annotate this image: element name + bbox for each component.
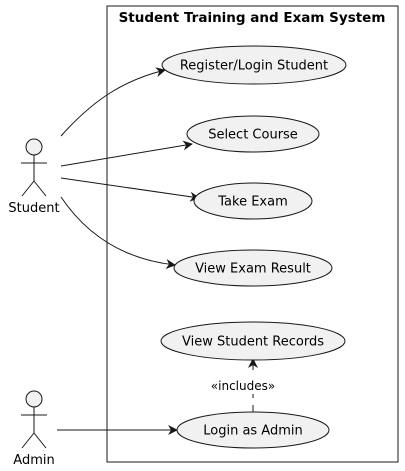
use-case-take-exam[interactable]: Take Exam [193, 182, 313, 220]
actor-student[interactable]: Student [8, 138, 60, 216]
includes-label: «includes» [211, 379, 275, 393]
actor-leg-left [21, 432, 35, 449]
actor-head [25, 390, 43, 408]
use-case-view-student-records[interactable]: View Student Records [160, 321, 346, 361]
use-case-label: Register/Login Student [180, 59, 328, 74]
actor-leg-right [33, 180, 47, 197]
actor-head [25, 138, 43, 156]
actor-leg-left [21, 180, 35, 197]
actor-leg-right [33, 432, 47, 449]
actor-admin[interactable]: Admin [13, 390, 55, 468]
actor-label: Admin [13, 453, 54, 468]
includes-label-bg [205, 377, 281, 394]
use-case-select-course[interactable]: Select Course [186, 115, 320, 153]
edge-student-register [60, 67, 166, 137]
use-case-label: Select Course [208, 128, 298, 143]
use-case-login-as-admin[interactable]: Login as Admin [176, 411, 330, 449]
use-case-label: View Student Records [182, 335, 324, 350]
use-case-register-login[interactable]: Register/Login Student [161, 45, 347, 85]
edge-student-select-course [60, 140, 193, 167]
use-case-label: View Exam Result [195, 262, 311, 277]
system-title: Student Training and Exam System [119, 10, 386, 26]
edge-student-view-result [60, 196, 176, 269]
actor-label: Student [8, 201, 59, 216]
edge-student-take-exam [60, 177, 200, 202]
use-case-view-exam-result[interactable]: View Exam Result [173, 249, 333, 287]
use-case-label: Take Exam [217, 195, 288, 210]
use-case-label: Login as Admin [203, 424, 303, 439]
